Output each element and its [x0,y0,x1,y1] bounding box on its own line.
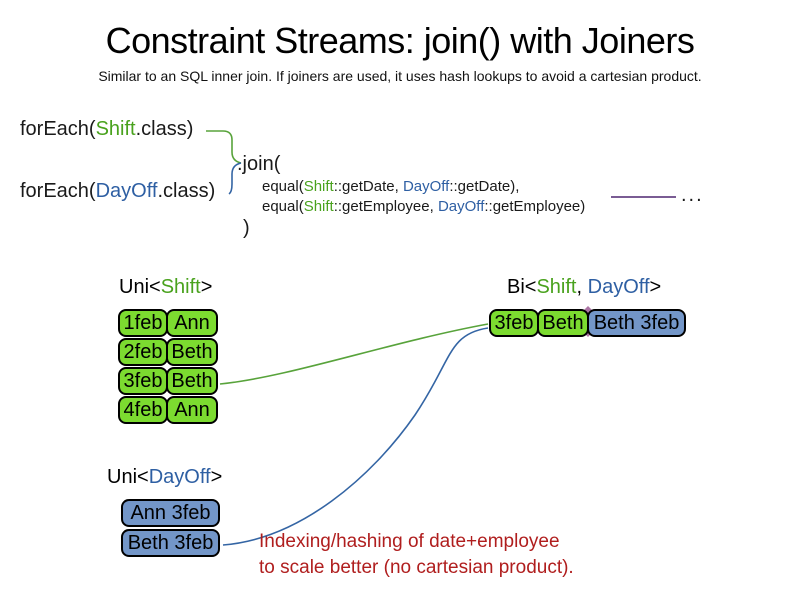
label-text: Uni< [107,466,149,488]
shift-class-token: Shift [303,178,334,195]
code-text: forEach( [20,118,96,140]
indexing-note: Indexing/hashing of date+employee to sca… [259,529,574,581]
indexing-note-line1: Indexing/hashing of date+employee [259,531,560,552]
shift-date-cell: 4feb [118,396,168,424]
label-text: Bi< [507,276,537,298]
shift-employee-cell: Ann [166,396,218,424]
more-joiners-ellipsis: ... [681,184,704,206]
dayoff-cell: Beth 3feb [121,529,220,557]
dayoff-class-token: DayOff [402,178,450,195]
code-foreach-shift: forEach(Shift.class) [20,118,193,141]
label-text: Uni< [119,276,161,298]
code-foreach-dayoff: forEach(DayOff.class) [20,180,215,203]
table-row: Beth 3feb [121,529,220,557]
code-text: ::getDate, [333,178,403,195]
code-text: .class) [157,180,216,202]
indexing-note-line2: to scale better (no cartesian product). [259,557,574,578]
code-text: ::getEmployee) [484,198,586,215]
code-text: ::getDate), [449,178,520,195]
page-title: Constraint Streams: join() with Joiners [105,20,695,61]
bi-shift-date-cell: 3feb [489,309,539,337]
uni-shift-table: 1feb Ann 2feb Beth 3feb Beth 4feb Ann [118,309,218,425]
shift-employee-cell: Beth [166,338,218,366]
label-text: > [649,276,662,298]
code-text: equal( [262,178,304,195]
code-join-open: .join( [237,153,281,175]
code-joiner-employee: equal(Shift::getEmployee, DayOff::getEmp… [262,198,585,215]
dayoff-class-token: DayOff [148,466,211,488]
label-text: , [576,276,588,298]
page-subtitle: Similar to an SQL inner join. If joiners… [98,68,702,84]
code-joiner-date: equal(Shift::getDate, DayOff::getDate), [262,178,519,195]
table-row: 1feb Ann [118,309,218,337]
shift-class-token: Shift [303,198,334,215]
join-line-dayoff-to-bi [222,327,489,546]
bi-shift-employee-cell: Beth [537,309,589,337]
table-row: 3feb Beth Beth 3feb [489,309,686,337]
join-line-shift-to-bi [219,323,489,385]
shift-date-cell: 3feb [118,367,168,395]
label-text: > [210,466,223,488]
shift-employee-cell: Ann [166,309,218,337]
uni-dayoff-table: Ann 3feb Beth 3feb [121,499,220,559]
table-row: 3feb Beth [118,367,218,395]
code-text: forEach( [20,180,96,202]
shift-date-cell: 2feb [118,338,168,366]
shift-employee-cell: Beth [166,367,218,395]
dayoff-class-token: DayOff [437,198,485,215]
label-text: > [200,276,213,298]
code-text: equal( [262,198,304,215]
dayoff-cell: Ann 3feb [121,499,220,527]
uni-dayoff-label: Uni<DayOff> [107,466,222,489]
bi-dayoff-cell: Beth 3feb [587,309,686,337]
shift-date-cell: 1feb [118,309,168,337]
shift-class-token: Shift [536,276,577,298]
bi-label: Bi<Shift, DayOff> [507,276,661,299]
table-row: Ann 3feb [121,499,220,527]
dayoff-class-token: DayOff [95,180,158,202]
code-join-close: ) [243,217,250,239]
dayoff-class-token: DayOff [587,276,650,298]
table-row: 2feb Beth [118,338,218,366]
more-joiners-rule [611,196,676,198]
code-text: .class) [135,118,194,140]
code-text: ::getEmployee, [333,198,438,215]
shift-class-token: Shift [160,276,201,298]
uni-shift-label: Uni<Shift> [119,276,212,299]
table-row: 4feb Ann [118,396,218,424]
shift-class-token: Shift [95,118,136,140]
bi-table: 3feb Beth Beth 3feb [489,309,686,338]
brace-connector-shift [206,130,242,164]
